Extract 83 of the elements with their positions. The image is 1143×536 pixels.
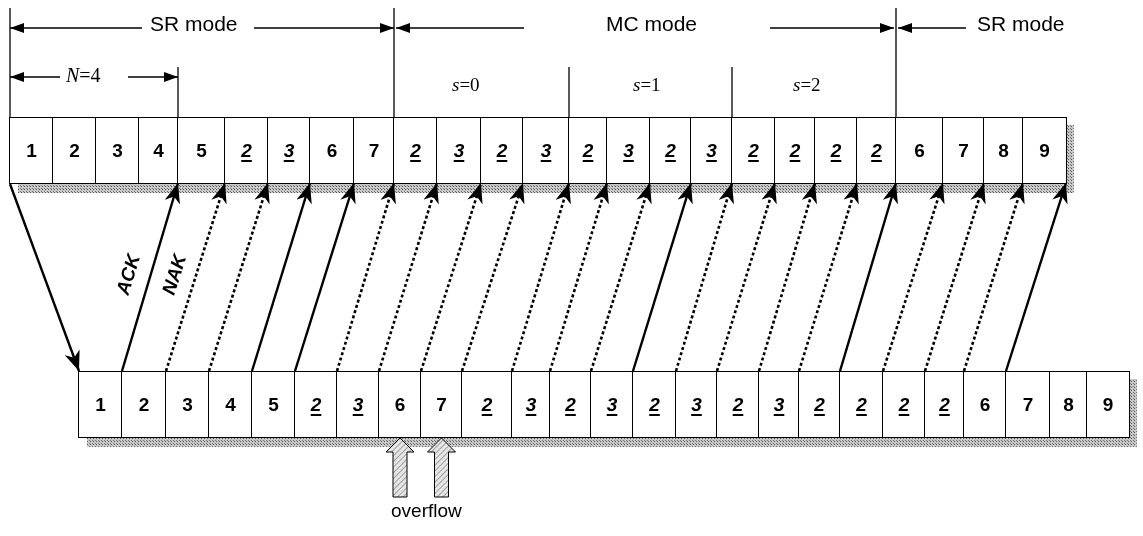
packet-cell: 9 <box>1086 371 1130 438</box>
packet-cell: 2 <box>839 371 884 438</box>
arrow <box>335 182 396 372</box>
arrow <box>250 182 312 372</box>
arrow <box>164 182 227 372</box>
arrow <box>923 182 986 372</box>
packet-cell: 2 <box>731 117 776 184</box>
packet-cell: 1 <box>9 117 54 184</box>
packet-cell: 6 <box>309 117 355 184</box>
arrow <box>838 182 898 372</box>
arrow <box>548 182 609 372</box>
arrow <box>797 182 859 372</box>
packet-cell: 3 <box>606 117 651 184</box>
mode-label: MC mode <box>606 12 698 36</box>
packet-cell: 2 <box>798 371 841 438</box>
packet-cell: 2 <box>480 117 524 184</box>
arrow <box>460 182 525 372</box>
packet-cell: 2 <box>294 371 338 438</box>
packet-cell: 2 <box>393 117 438 184</box>
packet-cell: 3 <box>165 371 210 438</box>
packet-cell: 2 <box>52 117 97 184</box>
packet-cell: 2 <box>774 117 816 184</box>
arrow <box>715 182 777 372</box>
packet-cell: 2 <box>856 117 897 184</box>
packet-cell: 2 <box>924 371 965 438</box>
block-arrow <box>427 437 456 498</box>
packet-cell: 3 <box>95 117 140 184</box>
packet-cell: 4 <box>138 117 179 184</box>
packet-cell: 7 <box>1005 371 1051 438</box>
packet-cell: 2 <box>632 371 677 438</box>
arrow <box>1004 182 1068 372</box>
arrow <box>674 182 734 372</box>
arrow <box>589 182 652 372</box>
packet-cell: 3 <box>267 117 311 184</box>
packet-cell: 5 <box>251 371 296 438</box>
packet-cell: 7 <box>942 117 985 184</box>
arrow <box>377 182 439 372</box>
arrow <box>757 182 817 372</box>
packet-cell: 2 <box>814 117 858 184</box>
packet-cell: 2 <box>716 371 760 438</box>
packet-cell: 6 <box>963 371 1007 438</box>
arrow <box>510 182 571 372</box>
packet-cell: 2 <box>224 117 269 184</box>
overflow-label: overflow <box>391 500 462 522</box>
packet-cell: 3 <box>590 371 634 438</box>
packet-cell: 8 <box>1049 371 1088 438</box>
arrow <box>419 182 483 372</box>
arrow <box>8 183 81 372</box>
packet-cell: 7 <box>353 117 395 184</box>
arrow <box>881 182 945 372</box>
stage-label: s=0 <box>452 74 480 96</box>
packet-cell: 7 <box>420 371 463 438</box>
arrow <box>293 182 356 372</box>
packet-cell: 2 <box>549 371 592 438</box>
stage-label: s=2 <box>793 74 821 96</box>
arrow <box>120 182 180 372</box>
mode-label: SR mode <box>150 12 238 36</box>
packet-cell: 1 <box>78 371 123 438</box>
packet-cell: 6 <box>378 371 422 438</box>
packet-cell: 2 <box>121 371 167 438</box>
packet-cell: 3 <box>336 371 380 438</box>
packet-cell: 3 <box>436 117 482 184</box>
packet-cell: 3 <box>675 371 718 438</box>
packet-cell: 5 <box>177 117 226 184</box>
stage-label: s=1 <box>633 74 661 96</box>
packet-cell: 3 <box>511 371 551 438</box>
mode-label: SR mode <box>977 12 1065 36</box>
packet-cell: 2 <box>461 371 513 438</box>
packet-cell: 8 <box>983 117 1024 184</box>
arrow <box>631 182 693 372</box>
packet-cell: 2 <box>649 117 692 184</box>
arrow <box>207 182 270 372</box>
packet-cell: 3 <box>522 117 570 184</box>
packet-cell: 2 <box>568 117 608 184</box>
packet-cell: 3 <box>690 117 733 184</box>
packet-cell: 3 <box>758 371 800 438</box>
packet-cell: 4 <box>208 371 253 438</box>
arrow <box>962 182 1025 372</box>
packet-cell: 2 <box>882 371 926 438</box>
packet-cell: 6 <box>895 117 944 184</box>
window-size-label: N=4 <box>66 64 101 87</box>
block-arrow <box>385 437 415 498</box>
packet-cell: 9 <box>1022 117 1067 184</box>
